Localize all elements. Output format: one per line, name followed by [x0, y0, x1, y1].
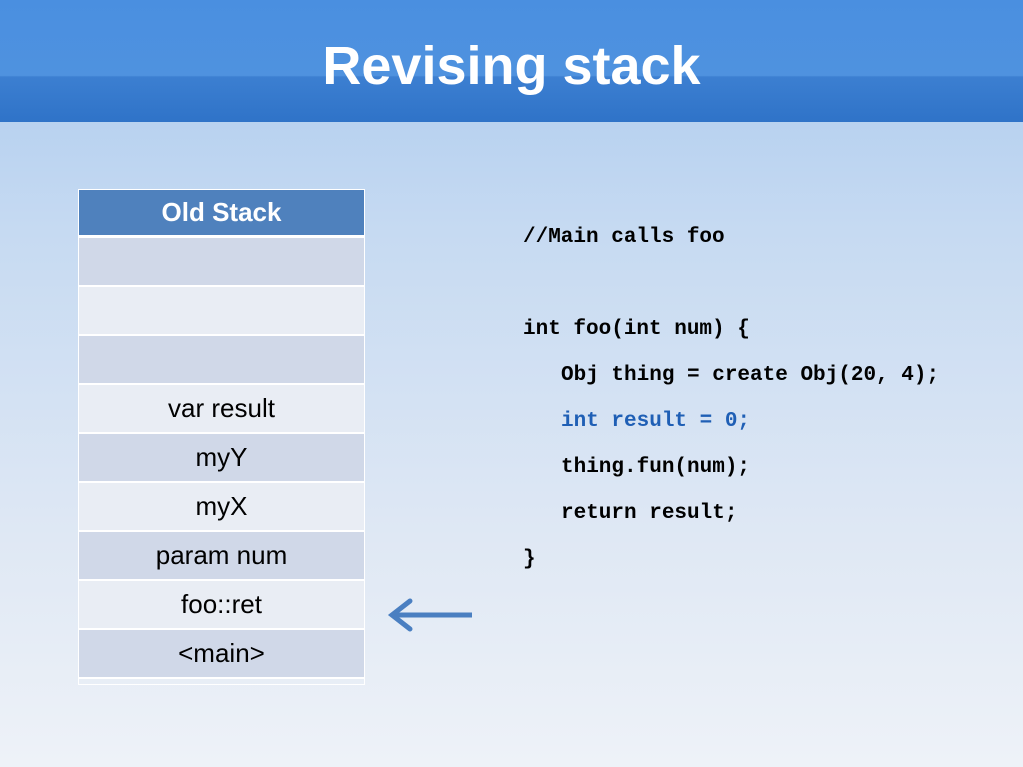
code-function-signature: int foo(int num) { — [523, 318, 750, 341]
stack-cell-myx: myX — [78, 482, 365, 532]
code-line: thing.fun(num); — [561, 456, 751, 479]
stack-header: Old Stack — [78, 189, 365, 238]
slide-title: Revising stack — [322, 36, 701, 96]
stack-cell — [78, 236, 365, 287]
code-comment: //Main calls foo — [523, 226, 725, 249]
title-bar — [0, 0, 1023, 122]
stack-cell-foo-ret: foo::ret — [78, 580, 365, 630]
stack-cell — [78, 335, 365, 385]
stack-cell — [78, 286, 365, 336]
stack-cell-param-num: param num — [78, 531, 365, 581]
code-line: Obj thing = create Obj(20, 4); — [561, 364, 940, 387]
old-stack-table: Old Stack var result myY myX param num f… — [78, 189, 365, 679]
stack-cell-main: <main> — [78, 629, 365, 679]
code-line-highlighted: int result = 0; — [561, 410, 751, 433]
code-line: return result; — [561, 502, 738, 525]
stack-cell-var-result: var result — [78, 384, 365, 434]
code-closing-brace: } — [523, 548, 536, 571]
left-arrow-icon — [387, 598, 472, 632]
code-block: //Main calls foo int foo(int num) { Obj … — [523, 226, 939, 571]
stack-cell-myy: myY — [78, 433, 365, 483]
